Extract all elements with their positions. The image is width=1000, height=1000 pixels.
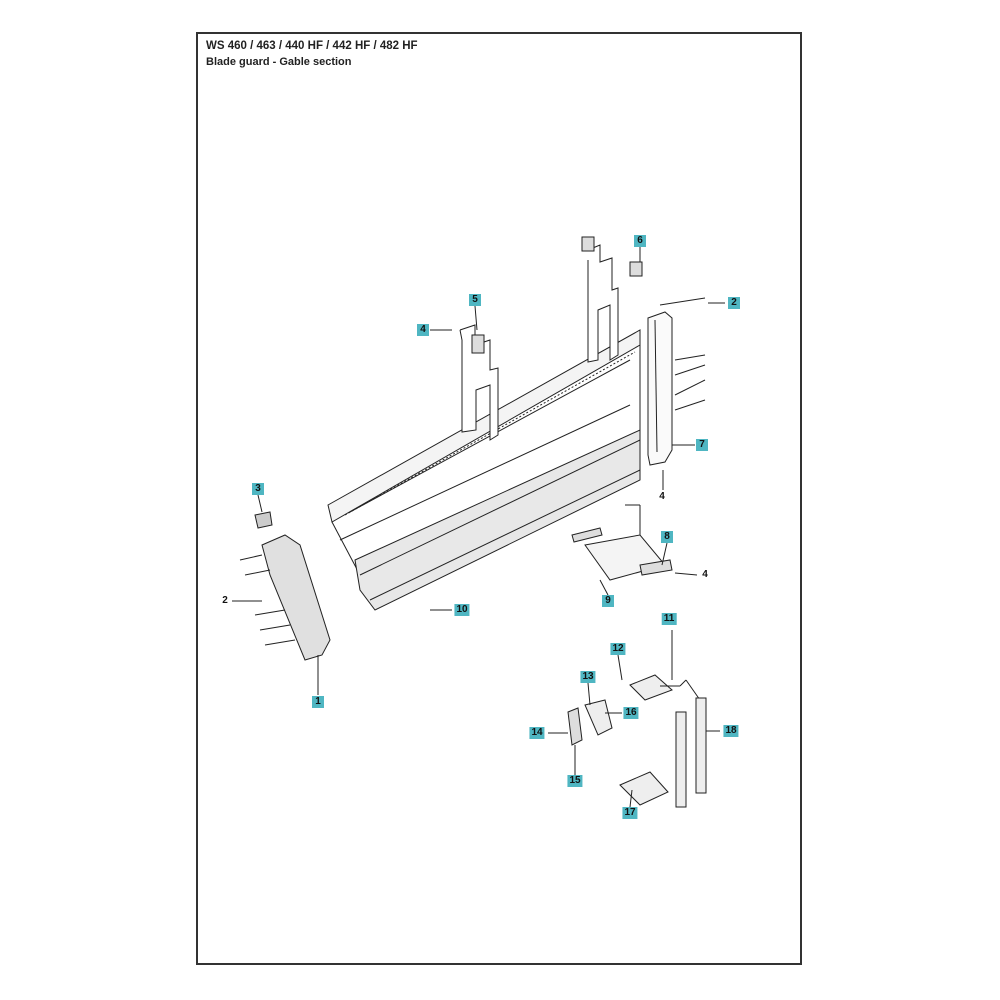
callout-16[interactable]: 16 (623, 707, 639, 719)
blade-guard-body (327, 329, 641, 611)
callout-14[interactable]: 14 (529, 727, 545, 739)
callout-13[interactable]: 13 (580, 671, 596, 683)
diagram-subtitle: Blade guard - Gable section (206, 56, 352, 68)
callout-1[interactable]: 1 (312, 696, 324, 708)
callout-12[interactable]: 12 (610, 643, 626, 655)
callout-18[interactable]: 18 (723, 725, 739, 737)
callout-6[interactable]: 6 (634, 235, 646, 247)
bracket-part-6 (581, 236, 643, 363)
bracket-part-5 (459, 324, 499, 441)
end-cap-part-1 (232, 511, 331, 695)
callout-10[interactable]: 10 (454, 604, 470, 616)
callout-17[interactable]: 17 (622, 807, 638, 819)
callout-4[interactable]: 4 (659, 491, 665, 502)
callout-11[interactable]: 11 (661, 613, 677, 625)
callout-15[interactable]: 15 (567, 775, 583, 787)
end-plate-part-7 (647, 297, 706, 466)
callout-3[interactable]: 3 (252, 483, 264, 495)
diagram-title: WS 460 / 463 / 440 HF / 442 HF / 482 HF (206, 40, 418, 52)
leader-lines (257, 247, 725, 808)
callout-5[interactable]: 5 (469, 294, 481, 306)
callout-9[interactable]: 9 (602, 595, 614, 607)
callout-7[interactable]: 7 (696, 439, 708, 451)
pivot-assembly (567, 630, 701, 806)
support-rods-part-18 (675, 697, 720, 808)
callout-2[interactable]: 2 (728, 297, 740, 309)
holder-part-8-9 (571, 504, 673, 596)
drawing-frame (196, 32, 802, 965)
callout-4[interactable]: 4 (702, 569, 708, 580)
callout-8[interactable]: 8 (661, 531, 673, 543)
callout-4[interactable]: 4 (417, 324, 429, 336)
callout-2[interactable]: 2 (222, 595, 228, 606)
